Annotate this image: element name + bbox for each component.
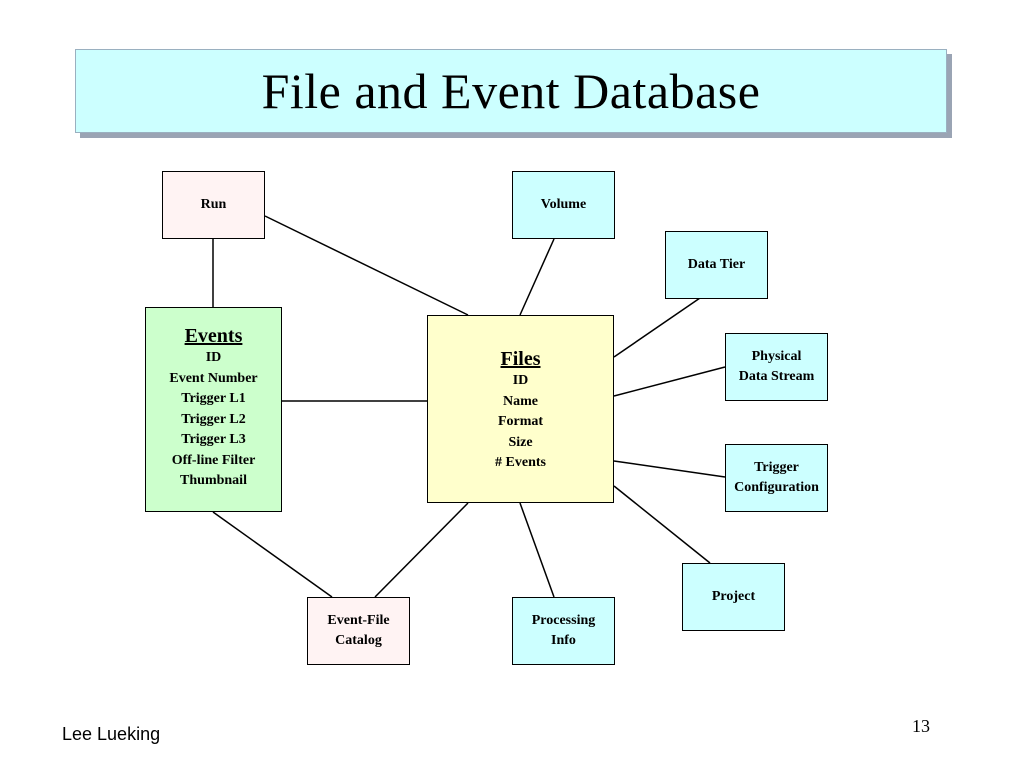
link-catalog-files	[374, 502, 469, 598]
run-box: Run	[162, 171, 265, 239]
link-project-files	[613, 485, 711, 564]
project-box: Project	[682, 563, 785, 631]
files-field: Format	[497, 414, 544, 429]
trigger-configuration-box: Trigger Configuration	[725, 444, 828, 512]
link-volume-files	[519, 238, 555, 316]
page-number: 13	[912, 716, 930, 736]
events-field: Event Number	[169, 370, 258, 386]
event-file-catalog-label: Event-File Catalog	[327, 613, 390, 648]
trigger-configuration-label: Trigger Configuration	[734, 460, 819, 495]
files-entity-box: Files ID Name Format Size # Events	[427, 315, 614, 503]
events-field: Thumbnail	[180, 473, 247, 488]
link-datatier-files	[613, 297, 701, 358]
data-tier-label: Data Tier	[687, 257, 746, 272]
volume-box: Volume	[512, 171, 615, 239]
physical-data-stream-box: Physical Data Stream	[725, 333, 828, 401]
volume-label: Volume	[540, 197, 587, 212]
events-entity-box: Events ID Event Number Trigger L1 Trigge…	[145, 307, 282, 512]
physical-data-stream-label: Physical Data Stream	[738, 349, 815, 384]
events-field: Off-line Filter	[171, 452, 256, 468]
slide-title: File and Event Database	[261, 63, 761, 119]
files-field: Size	[508, 434, 533, 450]
files-header: Files	[500, 348, 541, 370]
files-field: Name	[503, 393, 538, 409]
title-banner: File and Event Database	[75, 49, 947, 133]
events-field: Trigger L2	[181, 411, 246, 427]
project-label: Project	[711, 589, 756, 604]
processing-info-box: Processing Info	[512, 597, 615, 665]
footer-author: Lee Lueking	[62, 724, 161, 744]
events-field: ID	[205, 350, 222, 365]
events-field: Trigger L1	[181, 391, 246, 406]
events-field: Trigger L3	[181, 432, 246, 447]
data-tier-box: Data Tier	[665, 231, 768, 299]
files-field: ID	[512, 373, 529, 388]
link-catalog-events	[212, 511, 333, 598]
link-physical-files	[613, 366, 726, 397]
link-run-files	[264, 215, 469, 316]
link-processing-files	[519, 502, 555, 598]
event-file-catalog-box: Event-File Catalog	[307, 597, 410, 665]
link-trigger-files	[613, 460, 726, 478]
run-label: Run	[200, 197, 227, 212]
processing-info-label: Processing Info	[531, 613, 596, 648]
events-header: Events	[184, 325, 243, 347]
files-field: # Events	[495, 455, 546, 470]
